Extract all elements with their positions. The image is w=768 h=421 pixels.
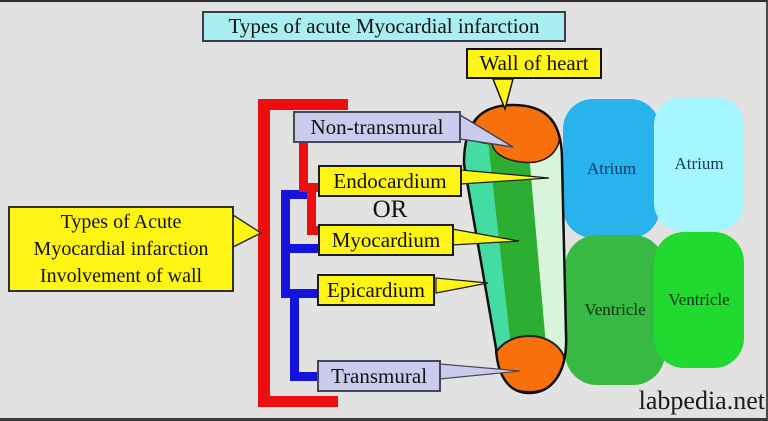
atrium-right-region: Atrium (654, 97, 744, 231)
wall-of-heart-pointer-icon (491, 78, 514, 112)
endocardium-layer (464, 105, 567, 393)
wall-of-heart-label: Wall of heart (466, 48, 602, 79)
ventricle-right-label: Ventricle (668, 290, 730, 309)
blue-arm-epicardium (281, 289, 318, 298)
red-nub-myocardium (307, 226, 321, 235)
epicardium-label: Epicardium (317, 274, 435, 306)
involvement-line-2: Myocardial infarction (33, 237, 209, 260)
red-subbranch-vertical-1 (299, 143, 308, 192)
non-transmural-pointer-icon (459, 113, 514, 148)
transmural-infarct-ellipse (492, 335, 566, 393)
left-box-pointer-icon (232, 213, 263, 249)
red-bracket-arm-bottom (258, 396, 338, 407)
or-text: OR (372, 196, 408, 223)
endocardium-pointer-icon (460, 169, 550, 185)
diagram-title: Types of acute Myocardial infarction (202, 11, 566, 42)
ventricle-left-label: Ventricle (584, 300, 646, 319)
ventricle-left-region: Ventricle (565, 235, 665, 385)
myocardium-label: Myocardium (318, 224, 454, 256)
myocardium-pointer-icon (451, 228, 520, 246)
transmural-label: Transmural (317, 360, 441, 392)
red-bracket-vertical (258, 99, 270, 407)
non-transmural-label: Non-transmural (293, 111, 461, 143)
atrium-right-label: Atrium (674, 154, 724, 173)
transmural-pointer-icon (439, 363, 521, 380)
red-subbranch-vertical-2 (307, 183, 316, 235)
watermark: labpedia.net (638, 386, 765, 415)
blue-arm-endocardium (281, 190, 311, 199)
epicardium-pointer-icon (435, 277, 489, 294)
involvement-line-3: Involvement of wall (39, 264, 203, 287)
atrium-left-label: Atrium (586, 158, 637, 178)
involvement-line-1: Types of Acute (60, 210, 182, 233)
endocardium-label: Endocardium (318, 165, 462, 197)
red-bracket-arm-top (258, 99, 348, 110)
ventricle-right-region: Ventricle (654, 232, 744, 368)
epicardium-layer (464, 105, 517, 393)
myocardium-layer (483, 105, 551, 393)
heart-wall-outline (462, 103, 568, 395)
involvement-of-wall-box: Types of Acute Myocardial infarction Inv… (8, 206, 234, 292)
blue-arm-transmural (290, 372, 318, 381)
atrium-left-region: Atrium (563, 99, 660, 238)
blue-arm-myocardium (281, 244, 319, 253)
blue-bracket-vertical-lower (290, 289, 299, 381)
non-transmural-infarct-blob (472, 105, 561, 164)
